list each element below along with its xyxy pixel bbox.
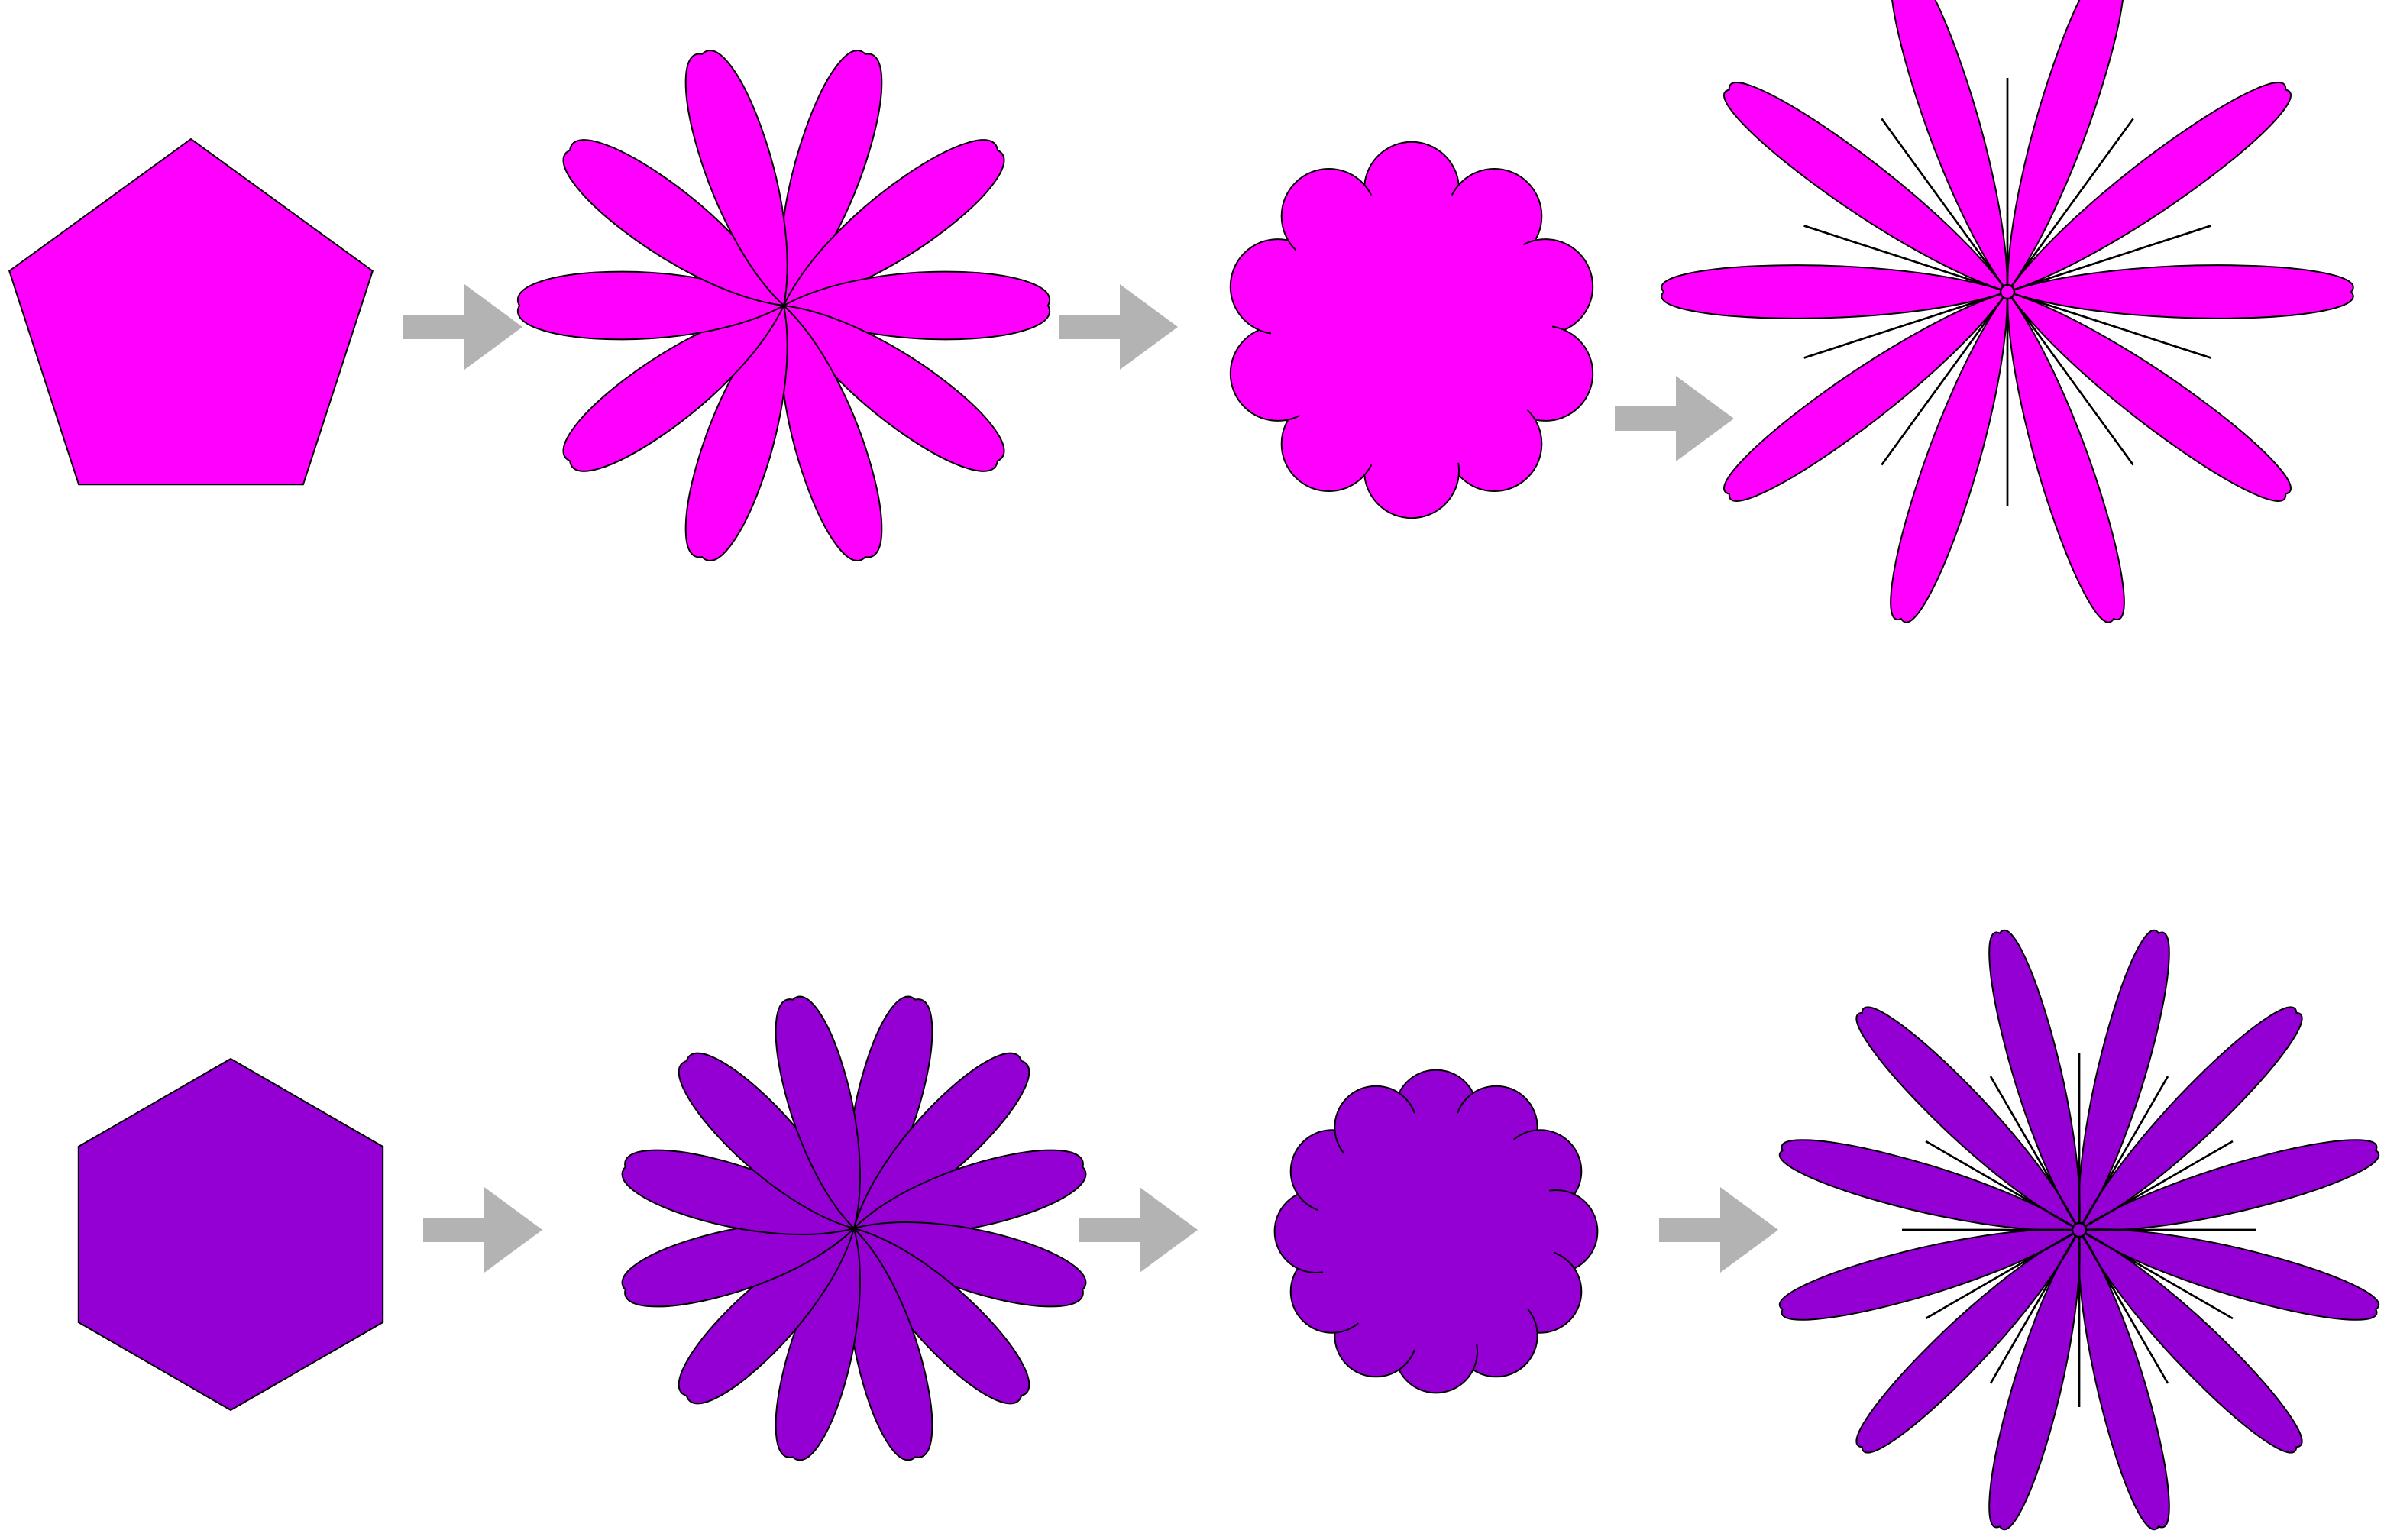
petal [2077,1006,2303,1232]
petal [516,270,786,341]
arrow-shape [1659,1187,1778,1273]
pentagon-row [8,0,2354,623]
petal [1891,0,2009,294]
petal [1855,1006,2082,1232]
petal [782,304,1005,472]
petal [2004,264,2354,319]
petal [1723,82,2010,293]
petal [1723,290,2010,502]
arrow-shape [403,284,522,370]
petal [2077,1228,2379,1321]
transform-arrow-2 [1059,284,1178,370]
petal [562,139,785,307]
twelve-petal-flower [621,995,1087,1461]
blossom-center [1315,1111,1557,1352]
petal [782,139,1005,307]
arrow-shape [1079,1187,1198,1273]
transform-arrow-3 [1659,1187,1778,1273]
hexagon [77,1057,384,1412]
petal [2077,1139,2379,1231]
petal [1890,290,2009,623]
petal [2078,930,2170,1232]
petal [684,304,788,561]
petal [2078,1228,2170,1530]
scalloped-pentagon-blossom [1229,141,1594,519]
pentagon-shape [8,138,374,486]
flower-center [1999,283,2016,300]
petal [1779,1228,2082,1321]
petal [2077,1228,2303,1454]
petal [2005,290,2292,502]
petal [2006,0,2124,294]
petal [781,270,1051,341]
scalloped-hexagon-blossom [1273,1069,1599,1394]
pentagon [8,138,374,486]
petal [1779,1139,2082,1231]
petal [684,50,788,307]
petal [1855,1228,2082,1454]
transform-arrow-2 [1079,1187,1198,1273]
arrow-shape [1615,376,1734,461]
blossom-center [1270,189,1553,471]
transform-arrow-1 [423,1187,542,1273]
petal [1661,264,2010,319]
flower-center [2071,1221,2088,1238]
petal [2005,82,2292,293]
spiky-twelve-petal-flower [1779,930,2379,1530]
spiky-ten-petal-flower [1661,0,2354,623]
petal [775,995,861,1230]
hexagon-row [77,930,2379,1530]
petal [2006,290,2125,623]
hexagon-shape [77,1057,384,1412]
arrow-shape [1059,284,1178,370]
petal [779,304,883,561]
petal [562,304,785,472]
transform-arrow-3 [1615,376,1734,461]
ten-petal-flower [516,50,1051,561]
transform-arrow-1 [403,284,522,370]
petal [779,50,883,307]
petal [1988,930,2081,1232]
petal [1988,1228,2081,1530]
arrow-shape [423,1187,542,1273]
